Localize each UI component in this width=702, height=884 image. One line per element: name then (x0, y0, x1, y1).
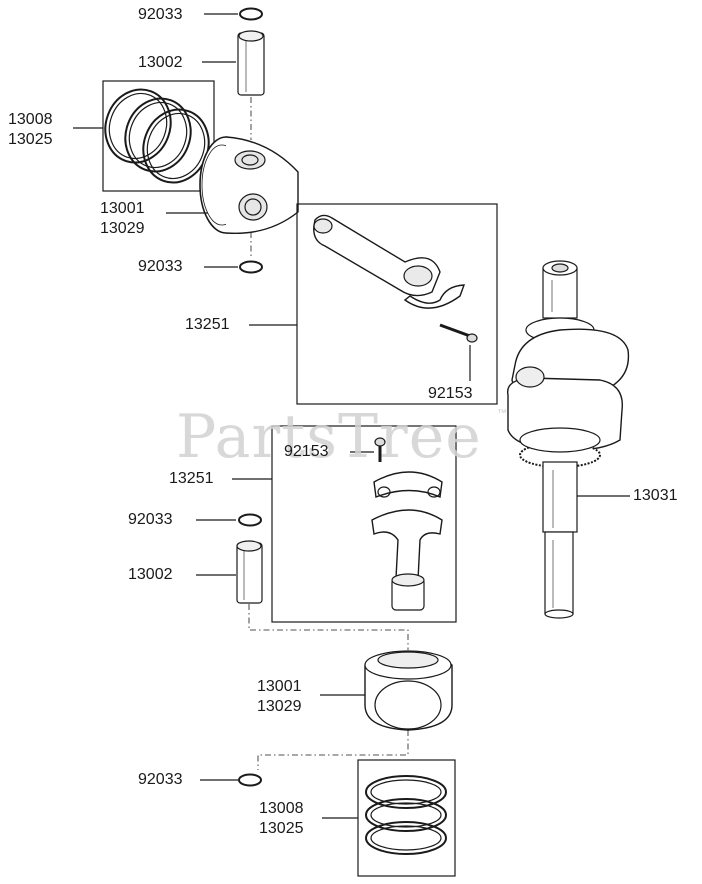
label-piston-top-b: 13029 (100, 220, 145, 237)
watermark-trademark: ™ (497, 408, 507, 419)
piston-pin-top (202, 30, 265, 140)
label-conrod-top: 13251 (185, 316, 230, 333)
label-rings-top-b: 13025 (8, 131, 53, 148)
connecting-rod-top (249, 203, 498, 405)
snap-ring-mid-bottom (196, 513, 262, 527)
label-rings-top-a: 13008 (8, 111, 53, 128)
label-crankshaft: 13031 (633, 487, 678, 504)
snap-ring-top (204, 7, 263, 21)
label-bolt-top: 92153 (428, 385, 473, 402)
piston-rings-bottom (322, 759, 456, 877)
label-ring-mid-top: 92033 (138, 258, 183, 275)
label-piston-bottom-a: 13001 (257, 678, 302, 695)
label-rings-bottom-a: 13008 (259, 800, 304, 817)
label-bolt-bottom: 92153 (284, 443, 329, 460)
label-piston-bottom-b: 13029 (257, 698, 302, 715)
connecting-rod-bottom (232, 425, 457, 623)
label-ring-bottom: 92033 (138, 771, 183, 788)
label-pin-bottom: 13002 (128, 566, 173, 583)
label-conrod-bottom: 13251 (169, 470, 214, 487)
snap-ring-bottom (200, 773, 262, 787)
piston-bottom (257, 650, 453, 770)
label-ring-top: 92033 (138, 6, 183, 23)
piston-top (166, 136, 299, 258)
label-ring-mid-bottom: 92033 (128, 511, 173, 528)
label-pin-top: 13002 (138, 54, 183, 71)
label-piston-top-a: 13001 (100, 200, 145, 217)
snap-ring-mid-top (204, 260, 263, 274)
label-rings-bottom-b: 13025 (259, 820, 304, 837)
partstree-watermark: PartsTree (176, 402, 482, 472)
crankshaft (506, 260, 630, 619)
piston-pin-bottom (196, 540, 409, 650)
piston-rings-top (73, 80, 215, 192)
